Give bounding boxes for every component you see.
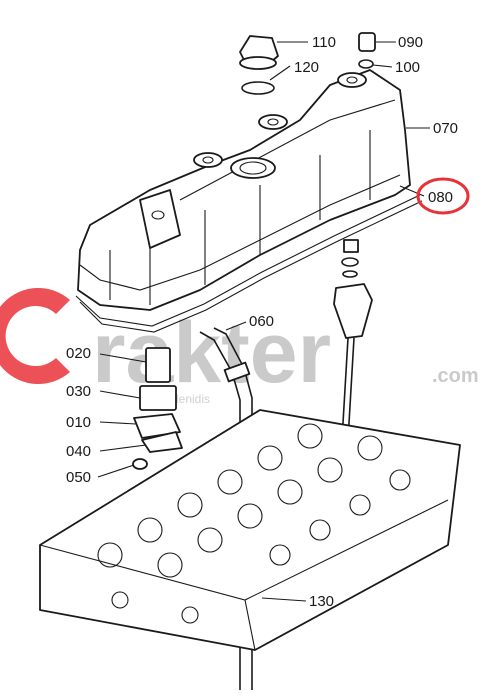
part-label-060: 060 <box>249 313 274 330</box>
part-label-010: 010 <box>66 414 91 431</box>
cylinder-head-130 <box>39 409 461 651</box>
washer-100 <box>358 59 374 69</box>
valve-parts-left <box>132 347 183 470</box>
part-label-020: 020 <box>66 345 91 362</box>
stud-assembly <box>333 239 373 441</box>
highlight-ring-080 <box>416 177 470 215</box>
part-label-030: 030 <box>66 383 91 400</box>
watermark-brand: rakter <box>92 305 331 401</box>
watermark-small: lenidis <box>176 392 210 406</box>
watermark: rakter .com lenidis <box>0 288 479 406</box>
oil-cap-110 <box>239 35 279 70</box>
part-label-130: 130 <box>309 593 334 610</box>
part-label-070: 070 <box>433 120 458 137</box>
cap-nut-090 <box>358 32 376 52</box>
part-label-120: 120 <box>294 59 319 76</box>
watermark-logo-icon <box>0 288 70 384</box>
part-label-090: 090 <box>398 34 423 51</box>
part-label-050: 050 <box>66 469 91 486</box>
part-label-110: 110 <box>312 34 336 51</box>
part-labels: 110 090 120 100 070 080 060 020 030 010 … <box>66 34 458 610</box>
watermark-suffix: .com <box>432 365 479 387</box>
part-label-040: 040 <box>66 443 91 460</box>
leader-lines <box>97 41 430 602</box>
part-label-100: 100 <box>395 59 420 76</box>
gasket-080 <box>75 194 423 333</box>
o-ring-120 <box>241 81 275 95</box>
valve-cover-070 <box>77 69 411 311</box>
part-label-080: 080 <box>428 189 453 206</box>
